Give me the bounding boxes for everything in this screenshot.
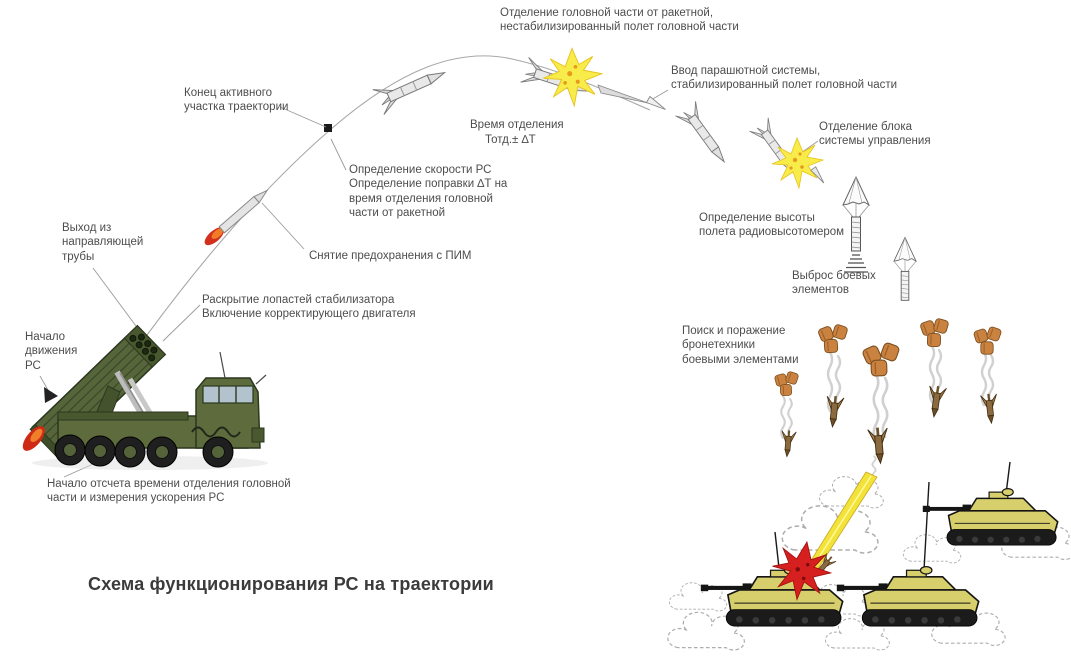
parachute-deploy-label: Ввод парашютной системы, стабилизированн… [671, 65, 898, 92]
head-separation-label: Отделение головной части от ракетной, не… [500, 7, 739, 34]
powered-rocket [204, 189, 269, 246]
separation-time-formula: Тотд.± ∆Т [485, 133, 536, 146]
tank-antenna [774, 531, 780, 569]
velocity-correction-label: Определение скорости РС Определение попр… [349, 164, 508, 220]
diagram-title: Схема функционирования РС на траектории [88, 574, 494, 594]
submunition-column [861, 341, 901, 480]
tank-target-3 [922, 487, 1059, 546]
active-leg-end-marker [324, 124, 332, 132]
radar-altimeter-beam-icon [844, 254, 868, 273]
movement-start-arrow-icon [44, 387, 58, 403]
control-block-separation-burst [771, 137, 824, 189]
submunition-column [773, 370, 800, 458]
submunition-column [972, 325, 1003, 425]
coasting-rocket [372, 59, 451, 116]
warhead-separation-burst [542, 47, 603, 107]
separated-shell [645, 95, 666, 110]
target-engagement-label: Поиск и поражение бронетехники боевыми э… [682, 325, 799, 366]
tube-exit-label: Выход из направляющей трубы [62, 222, 144, 263]
separated-nose-cone [597, 84, 649, 104]
descending-warhead [675, 100, 735, 170]
parachute-canister-2 [893, 236, 917, 301]
launch-exhaust-flame [22, 426, 45, 451]
launcher-vehicle [22, 324, 268, 470]
pim-safety-label: Снятие предохранения с ПИМ [309, 250, 472, 262]
launcher-wheels [54, 434, 234, 468]
active-leg-end-label: Конец активного участка траектории [184, 87, 289, 114]
control-block-separation-label: Отделение блока системы управления [819, 121, 931, 148]
separation-time-label: Время отделения Тотд.± ∆Т [470, 104, 564, 162]
warhead-ejection-label: Выброс боевых элементов [792, 270, 876, 297]
parachute-canister-1 [842, 176, 870, 252]
submunition-column [816, 323, 849, 429]
tank-antenna [923, 481, 930, 571]
stabilizer-fins-label: Раскрытие лопастей стабилизатора Включен… [202, 294, 416, 321]
separation-time-text: Время отделения [470, 119, 564, 132]
timer-start-label: Начало отсчета времени отделения головно… [47, 478, 291, 505]
movement-start-label: Начало движения РС [25, 331, 78, 372]
separated-control-block [810, 166, 825, 184]
submunition-column [919, 317, 950, 419]
altimeter-label: Определение высоты полета радиовысотомер… [699, 212, 845, 239]
